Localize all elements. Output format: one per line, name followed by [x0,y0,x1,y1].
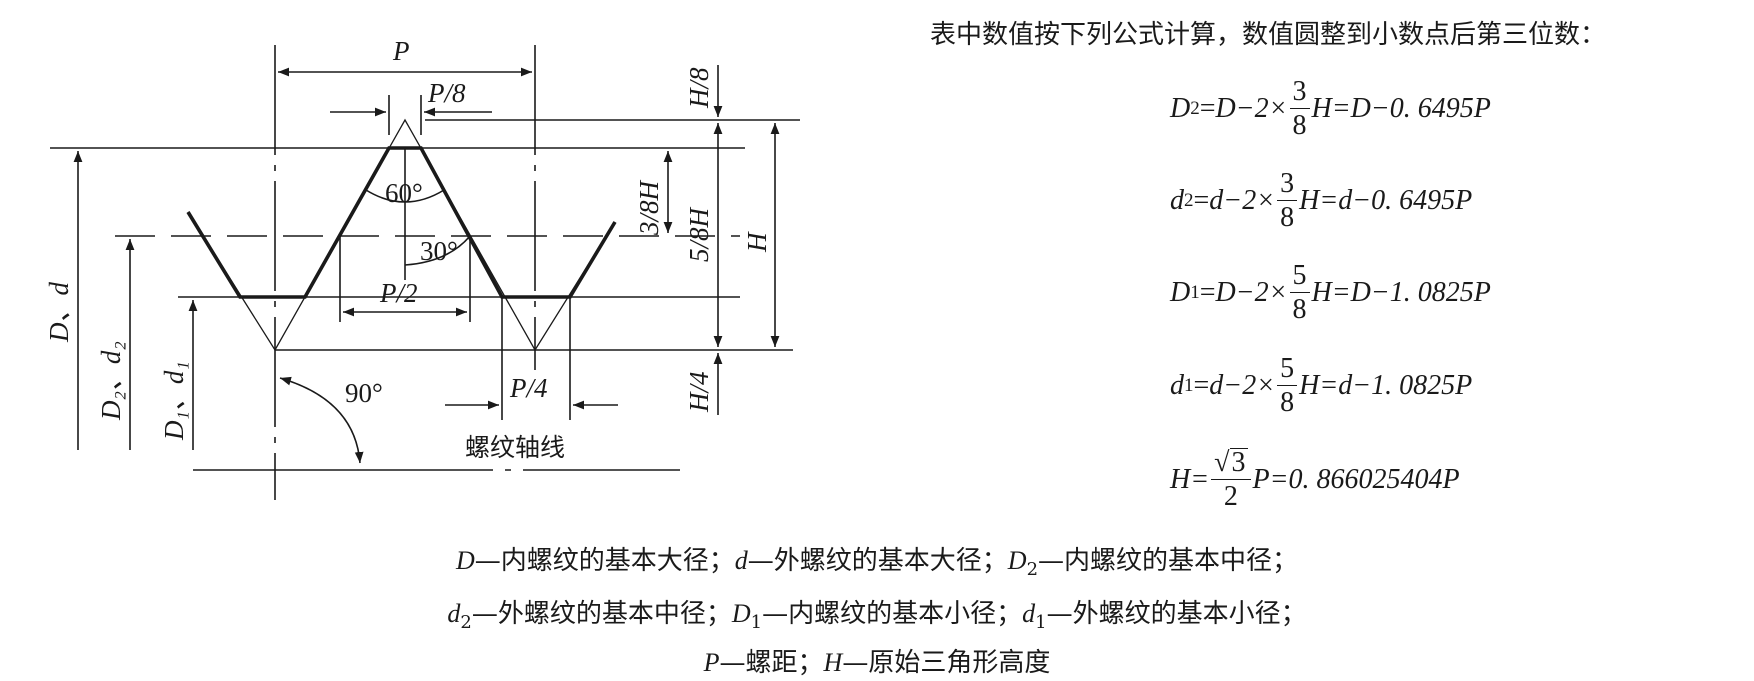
label-p8: P/8 [427,78,466,108]
label-p2: P/2 [379,278,418,308]
label-major-diameter: D、d [44,282,74,343]
label-3-8h: 3/8H [634,179,664,236]
arc-30 [404,235,471,266]
label-p4: P/4 [509,373,548,403]
label-p: P [392,36,410,66]
label-minor-diameter: D₁、d₁ [159,361,189,441]
label-5-8h: 5/8H [684,206,714,262]
label-h: H [742,231,772,253]
label-30-degree: 30° [420,236,458,266]
arc-60 [365,189,445,203]
legend-line-3: P—螺距；H—原始三角形高度 [703,648,1051,678]
label-pitch-diameter: D₂、d₂ [96,341,126,421]
label-60-degree: 60° [385,178,423,208]
formula-intro: 表中数值按下列公式计算，数值圆整到小数点后第三位数： [930,20,1607,50]
legend-line-2: d2—外螺纹的基本中径；D1—内螺纹的基本小径；d1—外螺纹的基本小径； [447,599,1307,634]
label-h8: H/8 [684,67,714,109]
label-h4: H/4 [684,372,714,414]
legend-line-1: D—内螺纹的基本大径；d—外螺纹的基本大径；D2—内螺纹的基本中径； [455,546,1299,581]
label-90-degree: 90° [345,378,383,408]
fundamental-triangle [187,118,616,352]
basic-profile [186,146,617,299]
arc-90 [279,376,364,464]
label-thread-axis: 螺纹轴线 [465,433,565,462]
